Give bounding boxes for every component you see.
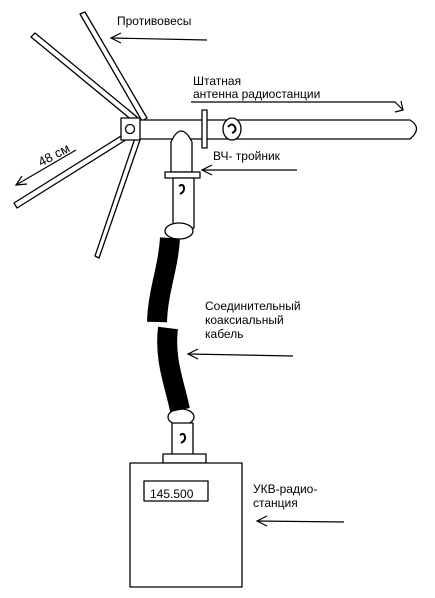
radio-adapter-base — [162, 453, 207, 464]
radial-connector-nut — [124, 123, 136, 135]
counterpoise-rod-2 — [30, 32, 138, 122]
arrow-antenna — [191, 100, 404, 113]
antenna-mount-ring — [222, 117, 242, 141]
coaxial-cable — [147, 237, 190, 413]
arrow-counterpoises — [109, 32, 208, 44]
counterpoise-rod-1 — [79, 11, 148, 122]
radio-adapter — [171, 422, 194, 456]
cable-label-line1: Соединительный — [205, 299, 301, 313]
rf-tee-label: ВЧ- тройник — [213, 149, 280, 163]
radio-label-line1: УКВ-радио- — [253, 482, 318, 496]
counterpoises-label: Противовесы — [117, 14, 192, 28]
antenna-clamp — [201, 109, 208, 149]
arrow-tee — [200, 164, 297, 176]
tee-mark-icon — [178, 184, 186, 195]
counterpoise-rod-3 — [13, 130, 133, 209]
antenna-label-line1: Штатная — [193, 74, 242, 88]
arrow-radio — [255, 515, 345, 527]
arrow-cable — [186, 348, 294, 360]
cable-label-line2: коаксиальный — [205, 313, 284, 327]
cable-connector-top — [164, 222, 194, 240]
adapter-mark-icon — [179, 433, 187, 444]
rf-tee-flange — [164, 171, 201, 179]
antenna-tube — [127, 119, 418, 140]
antenna-label-line2: антенна радиостанции — [193, 87, 321, 101]
cable-label-line3: кабель — [205, 327, 244, 341]
clamp-knob-icon — [227, 123, 237, 134]
arrow-length — [14, 149, 77, 186]
counterpoise-rod-4 — [94, 137, 141, 259]
radio-frequency-readout: 145.500 — [150, 487, 194, 501]
radio-display — [143, 480, 209, 502]
radio-label-line2: станция — [253, 496, 298, 510]
rf-tee-body — [170, 130, 193, 173]
